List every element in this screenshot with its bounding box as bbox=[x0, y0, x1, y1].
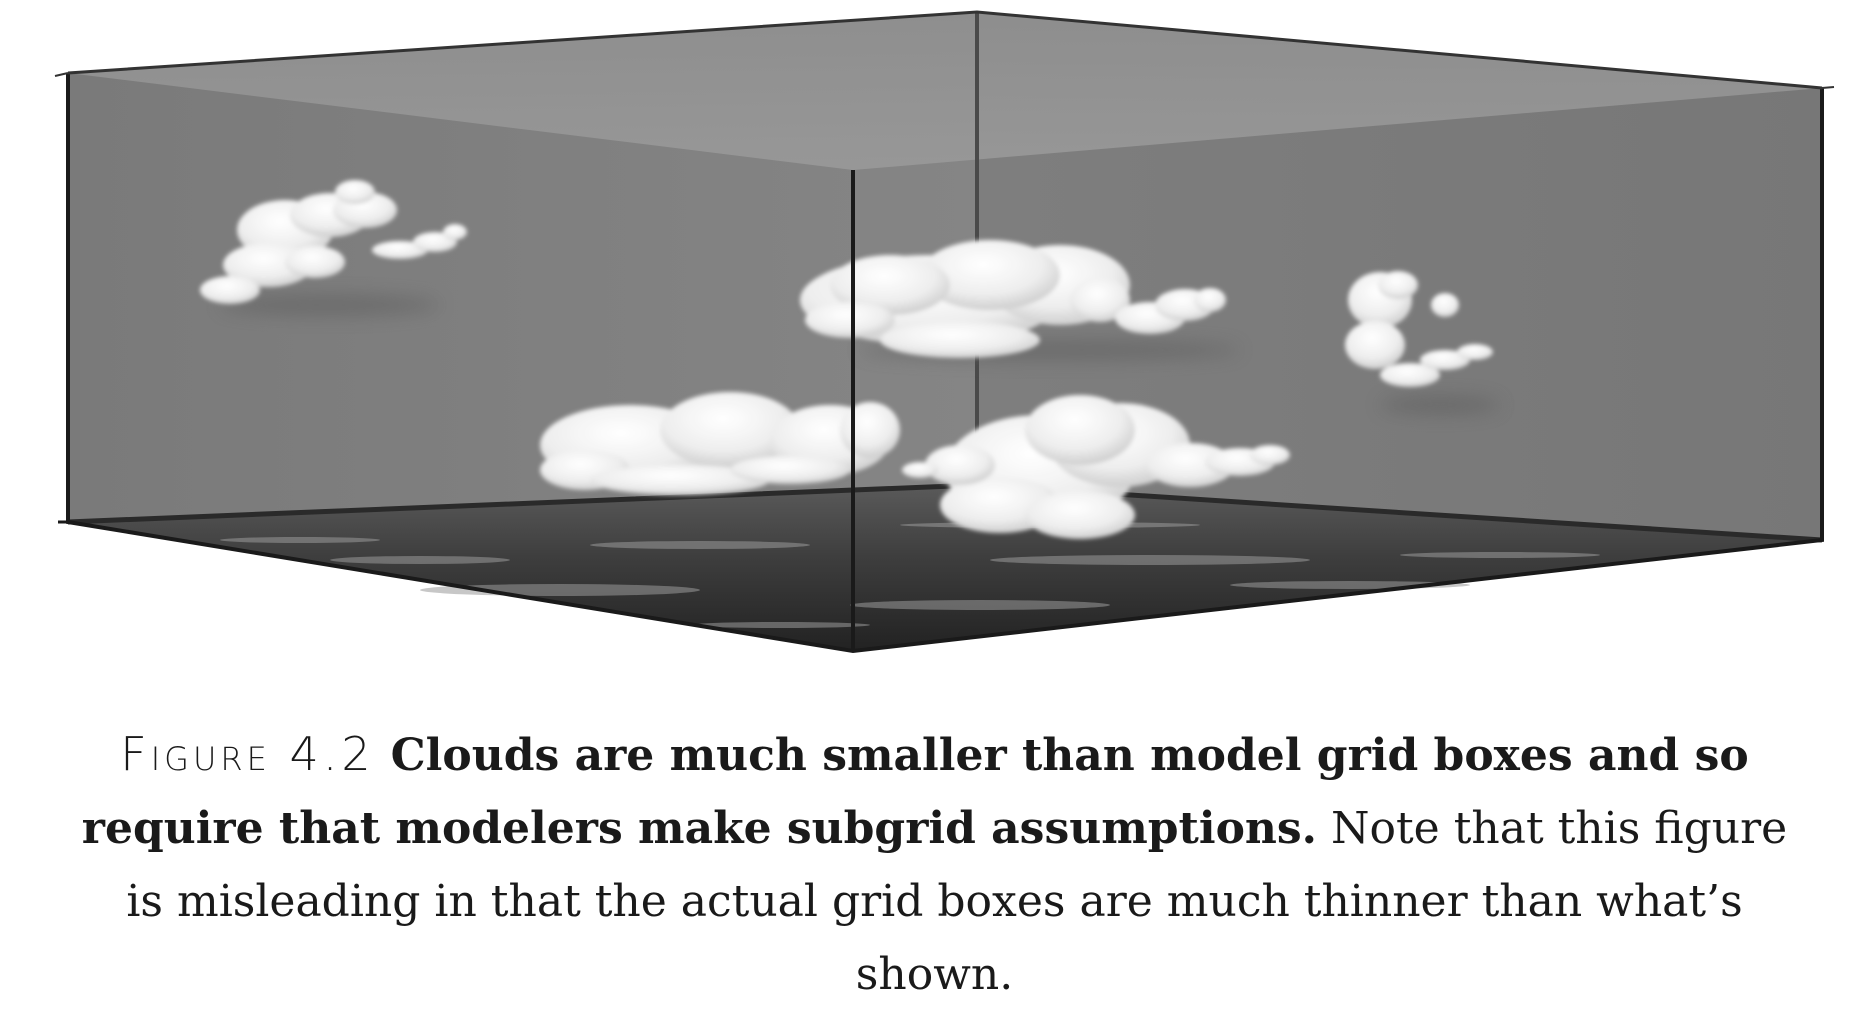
cloud-lower-right bbox=[902, 395, 1290, 539]
sea-floor bbox=[68, 485, 1822, 651]
top-left-edge bbox=[54, 72, 69, 77]
cloud-right bbox=[1345, 271, 1493, 387]
caption-bold-text: Clouds are much smaller than model grid … bbox=[81, 730, 1749, 854]
cloud-lower-left bbox=[540, 392, 900, 495]
grid-box-illustration bbox=[54, 10, 1835, 654]
top-face bbox=[68, 12, 1822, 170]
figure-label: Figure 4.2 bbox=[120, 727, 375, 781]
box-front-edges bbox=[66, 10, 1824, 654]
cloud-center-top bbox=[800, 240, 1226, 358]
top-right-edge bbox=[1821, 86, 1835, 89]
cloud-upper-left bbox=[200, 180, 467, 304]
